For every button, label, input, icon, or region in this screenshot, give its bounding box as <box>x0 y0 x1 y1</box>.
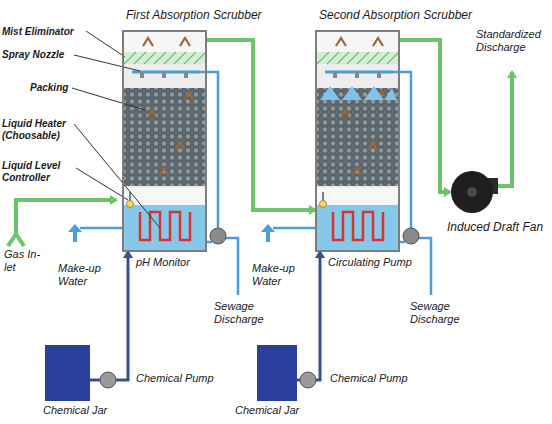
art-path <box>364 86 384 100</box>
chemical-pump-symbol <box>300 372 316 388</box>
part-label: pH Monitor <box>136 256 190 269</box>
circulating-pump-symbol <box>403 228 419 244</box>
art-path <box>8 200 116 246</box>
gas-lines <box>8 72 512 246</box>
art-path <box>86 31 125 57</box>
leader-lines <box>72 31 160 228</box>
part-label: Mist Eliminator <box>2 26 74 38</box>
flow-connector <box>297 252 320 380</box>
flow-connector <box>400 40 450 192</box>
chemical-pump-symbol <box>100 372 116 388</box>
art-path <box>226 238 238 295</box>
fan-circle: Induced Draft Fan <box>450 170 494 214</box>
art-path <box>342 86 362 100</box>
part-label: Spray Nozzle <box>2 49 64 61</box>
art-path <box>200 72 218 228</box>
chemical-jar: Chemical Jar <box>257 345 297 401</box>
art-rect <box>73 232 77 242</box>
fan-housing <box>451 171 493 213</box>
art-path <box>80 227 122 230</box>
art-path <box>68 224 82 232</box>
art-path <box>273 227 315 230</box>
node-title: First Absorption Scrubber <box>126 8 262 22</box>
art-path <box>261 224 275 232</box>
art-path <box>419 238 431 295</box>
part-label: Chemical Pump <box>330 372 408 385</box>
art-path <box>76 168 128 200</box>
scrubber-tower: Second Absorption Scrubber <box>315 30 400 252</box>
art-path <box>74 55 140 71</box>
flow-connector <box>207 40 315 210</box>
node-title: Chemical Jar <box>43 404 107 417</box>
part-label: Standardized Discharge <box>476 28 548 54</box>
node-title: Second Absorption Scrubber <box>319 8 472 22</box>
part-label: Make-up Water <box>58 262 108 288</box>
fan-hub <box>467 187 477 197</box>
chemical-jar: Chemical Jar <box>45 345 90 401</box>
art-path <box>494 72 512 186</box>
art-path <box>384 88 397 100</box>
part-label: Liquid Heater (Choosable) <box>2 118 74 142</box>
scrubber-tower: First Absorption Scrubber <box>122 30 207 252</box>
second-scrubber-art <box>315 30 400 252</box>
make-up-valves <box>68 224 275 242</box>
part-label: Circulating Pump <box>328 256 412 269</box>
part-label: Liquid Level Controller <box>2 160 74 184</box>
art-path <box>393 72 411 228</box>
first-scrubber-art <box>122 30 207 252</box>
part-label: Gas In-let <box>4 248 42 274</box>
part-label: Make-up Water <box>252 262 302 288</box>
water-pipes <box>80 72 431 295</box>
art-rect <box>266 232 270 242</box>
part-label: Sewage Discharge <box>410 300 472 326</box>
circulating-pump-symbol <box>210 228 226 244</box>
fan-shape <box>450 170 494 214</box>
part-label: Packing <box>30 82 68 94</box>
node-title: Induced Draft Fan <box>447 220 543 234</box>
part-label: Chemical Pump <box>136 372 214 385</box>
spray-cones <box>320 86 397 100</box>
art-path <box>320 86 340 100</box>
art-path <box>72 88 145 110</box>
art-path <box>74 124 160 228</box>
part-label: Sewage Discharge <box>214 300 276 326</box>
node-title: Chemical Jar <box>235 404 299 417</box>
